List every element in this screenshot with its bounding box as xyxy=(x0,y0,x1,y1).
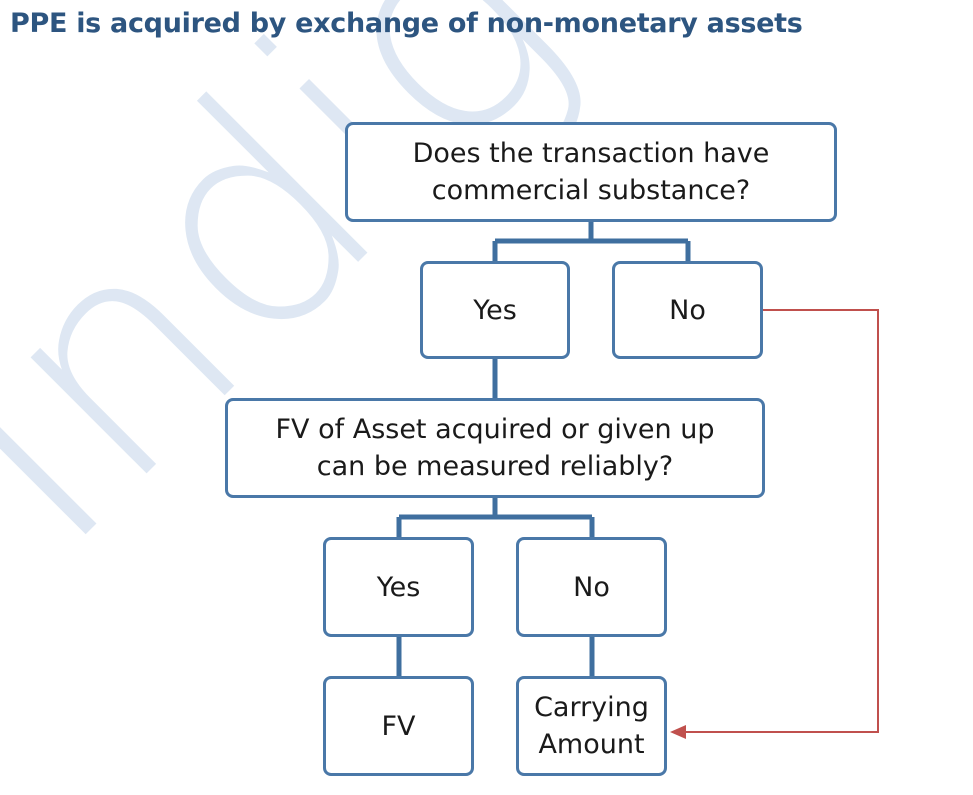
result-fv: FV xyxy=(323,676,474,776)
connector-no-to-carrying-arrow xyxy=(684,309,879,733)
answer-yes-1: Yes xyxy=(420,261,570,359)
connector-q1-branches xyxy=(492,221,691,262)
answer-yes-2: Yes xyxy=(323,537,474,637)
page-title: PPE is acquired by exchange of non-monet… xyxy=(10,8,803,39)
connector-q2-branches xyxy=(396,497,595,538)
arrowhead-left-icon xyxy=(670,725,686,739)
answer-no-2: No xyxy=(516,537,667,637)
result-carrying-amount: Carrying Amount xyxy=(516,676,667,776)
question-fv-reliable: FV of Asset acquired or given up can be … xyxy=(225,398,765,498)
question-commercial-substance: Does the transaction have commercial sub… xyxy=(345,122,837,222)
answer-no-1: No xyxy=(612,261,763,359)
